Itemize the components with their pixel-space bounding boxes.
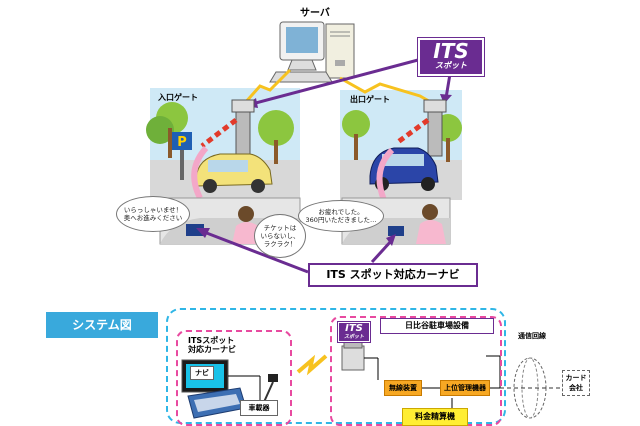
server-label: サーバ bbox=[300, 8, 330, 19]
card-company-box: カード 会社 bbox=[562, 370, 590, 396]
entry-gate-unit bbox=[200, 99, 255, 157]
entry-gate-label: 入口ゲート bbox=[158, 93, 198, 102]
its-navi-label: ITS スポット対応カーナビ bbox=[308, 263, 478, 287]
system-diagram-title: システム図 bbox=[46, 312, 158, 338]
car-equipment-frame bbox=[176, 330, 292, 426]
entry-ticket-bubble: チケットは いらないし、 ラクラク！ bbox=[254, 214, 306, 258]
its-small-big: ITS bbox=[345, 323, 363, 334]
its-spot-badge: ITS スポット bbox=[418, 38, 484, 76]
its-badge-small: スポット bbox=[435, 61, 467, 70]
exit-gate-label: 出口ゲート bbox=[350, 95, 390, 104]
navi-box: ナビ bbox=[190, 366, 214, 380]
relay-box: 車載器 bbox=[240, 400, 278, 416]
car-group-label: ITSスポット 対応カーナビ bbox=[188, 336, 236, 354]
its-spot-small-badge: ITS スポット bbox=[338, 322, 370, 342]
comm-line-label: 通信回線 bbox=[518, 332, 546, 340]
fee-machine-box: 料金精算機 bbox=[402, 408, 468, 426]
svg-text:P: P bbox=[177, 135, 187, 150]
yellow-car-icon bbox=[195, 153, 273, 193]
radio-device-box: 無線装置 bbox=[384, 380, 422, 396]
server-computer-icon bbox=[269, 21, 355, 83]
exit-gate-unit bbox=[396, 99, 447, 157]
entry-greeting-bubble: いらっしゃいませ！ 奥へお進みください bbox=[116, 196, 190, 232]
exit-message-bubble: お疲れでした。 360円いただきました… bbox=[298, 200, 384, 232]
upper-device-box: 上位管理機器 bbox=[440, 380, 490, 396]
parking-title-box: 日比谷駐車場設備 bbox=[380, 318, 494, 334]
its-small-small: スポット bbox=[343, 334, 364, 340]
its-badge-big: ITS bbox=[433, 39, 469, 63]
parking-sign-icon: P bbox=[172, 132, 192, 180]
